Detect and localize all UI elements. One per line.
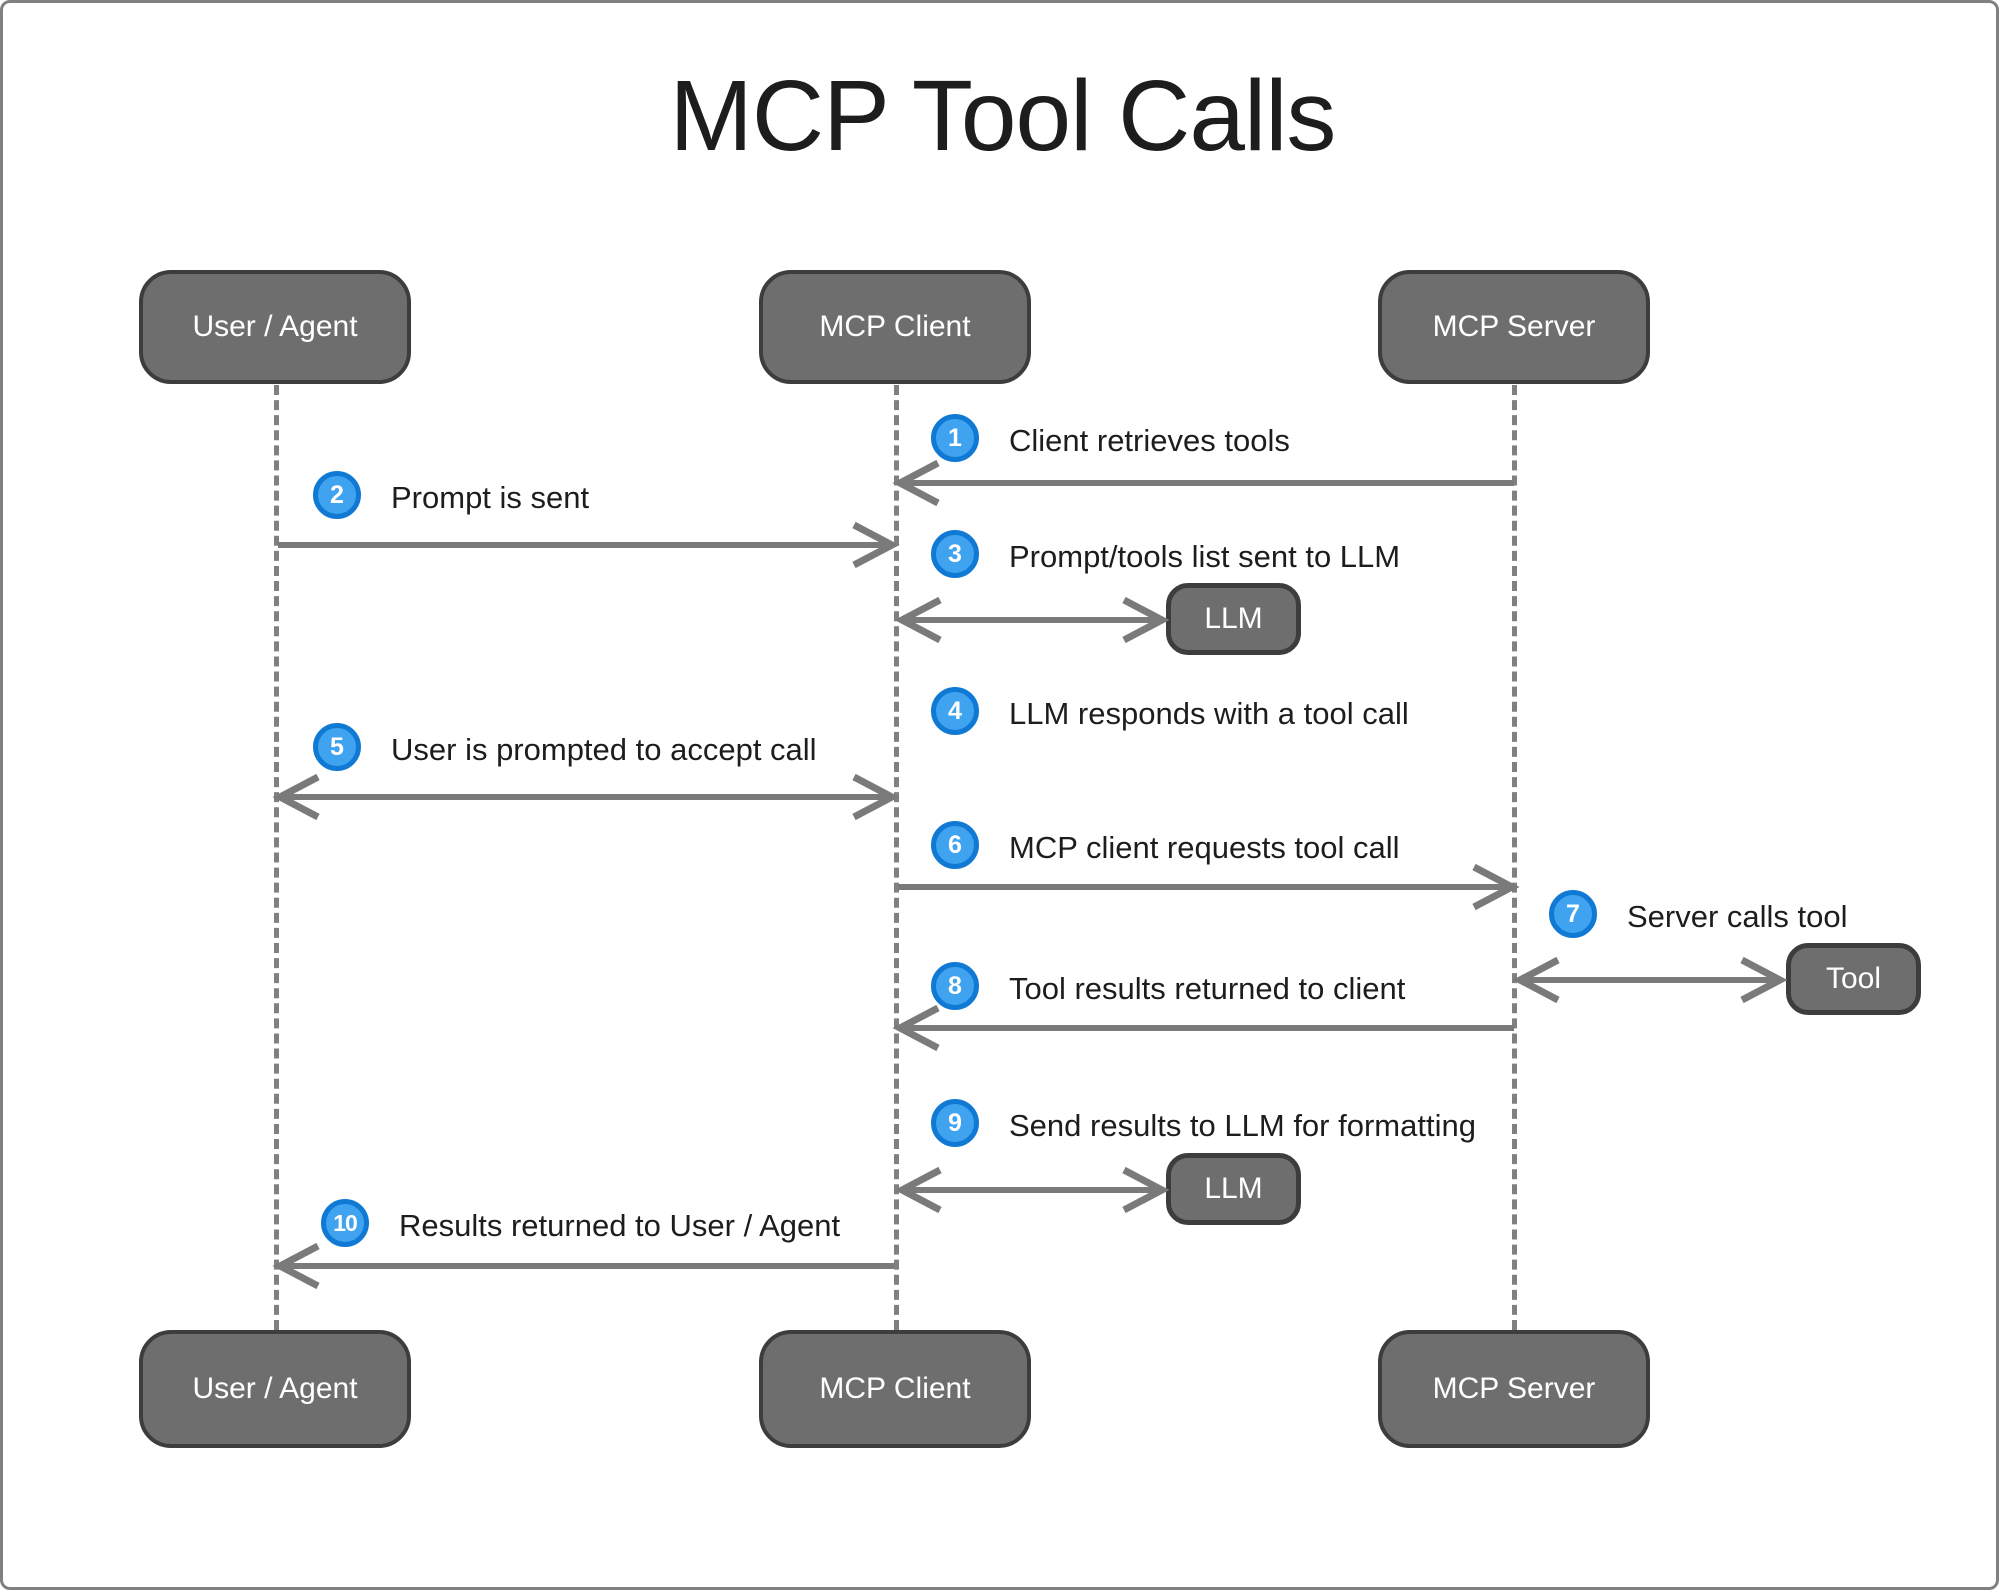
- step-label-1: Client retrieves tools: [1009, 423, 1290, 458]
- step-number: 3: [948, 539, 962, 568]
- actor-label: User / Agent: [192, 1372, 358, 1405]
- step-badge-1: 1: [931, 414, 979, 462]
- step-arrow-1: [892, 459, 1514, 507]
- node-label: Tool: [1825, 962, 1882, 995]
- step-label-2: Prompt is sent: [391, 480, 590, 515]
- step-number: 2: [330, 480, 344, 509]
- actor-server-top[interactable]: MCP Server: [1378, 270, 1650, 384]
- step-badge-9: 9: [931, 1099, 979, 1147]
- actor-label: User / Agent: [192, 310, 358, 343]
- step-label-8: Tool results returned to client: [1009, 971, 1406, 1006]
- step-badge-3: 3: [931, 530, 979, 578]
- step-arrow-3: [894, 596, 1170, 644]
- step-label-9: Send results to LLM for formatting: [1009, 1108, 1476, 1143]
- step-label-10: Results returned to User / Agent: [399, 1208, 841, 1243]
- lifeline-user: [274, 385, 279, 1330]
- step-label-4: LLM responds with a tool call: [1009, 696, 1409, 731]
- step-arrow-5: [272, 773, 900, 821]
- lifeline-client: [894, 385, 899, 1330]
- step-number: 8: [948, 971, 962, 1000]
- actor-label: MCP Server: [1432, 310, 1596, 343]
- step-badge-5: 5: [313, 723, 361, 771]
- step-number: 7: [1566, 899, 1580, 928]
- step-number: 9: [948, 1108, 962, 1137]
- step-badge-4: 4: [931, 687, 979, 735]
- step-number: 10: [333, 1209, 358, 1236]
- lifeline-server: [1512, 385, 1517, 1330]
- actor-label: MCP Server: [1432, 1372, 1596, 1405]
- step-number: 4: [948, 696, 962, 725]
- step-arrow-2: [278, 521, 900, 569]
- step-badge-10: 10: [321, 1199, 369, 1247]
- actor-label: MCP Client: [819, 1372, 971, 1405]
- step-number: 6: [948, 830, 962, 859]
- step-badge-6: 6: [931, 821, 979, 869]
- actor-client-bottom[interactable]: MCP Client: [759, 1330, 1031, 1448]
- step-number: 1: [948, 423, 962, 452]
- node-llm-1[interactable]: LLM: [1166, 583, 1301, 655]
- node-label: LLM: [1204, 602, 1263, 635]
- step-badge-8: 8: [931, 962, 979, 1010]
- step-label-6: MCP client requests tool call: [1009, 830, 1400, 865]
- actor-user-top[interactable]: User / Agent: [139, 270, 411, 384]
- step-arrow-8: [892, 1004, 1514, 1052]
- step-badge-2: 2: [313, 471, 361, 519]
- step-label-3: Prompt/tools list sent to LLM: [1009, 539, 1401, 574]
- step-arrow-10: [272, 1242, 894, 1290]
- step-label-5: User is prompted to accept call: [391, 732, 817, 767]
- step-label-7: Server calls tool: [1627, 899, 1848, 934]
- step-arrow-9: [894, 1166, 1170, 1214]
- step-badge-7: 7: [1549, 890, 1597, 938]
- node-label: LLM: [1204, 1172, 1263, 1205]
- node-llm-2[interactable]: LLM: [1166, 1153, 1301, 1225]
- step-arrow-6: [898, 863, 1520, 911]
- step-arrow-7: [1512, 956, 1788, 1004]
- node-tool[interactable]: Tool: [1786, 943, 1921, 1015]
- step-number: 5: [330, 732, 344, 761]
- page-title: MCP Tool Calls: [669, 60, 1337, 172]
- actor-user-bottom[interactable]: User / Agent: [139, 1330, 411, 1448]
- actor-label: MCP Client: [819, 310, 971, 343]
- actor-server-bottom[interactable]: MCP Server: [1378, 1330, 1650, 1448]
- actor-client-top[interactable]: MCP Client: [759, 270, 1031, 384]
